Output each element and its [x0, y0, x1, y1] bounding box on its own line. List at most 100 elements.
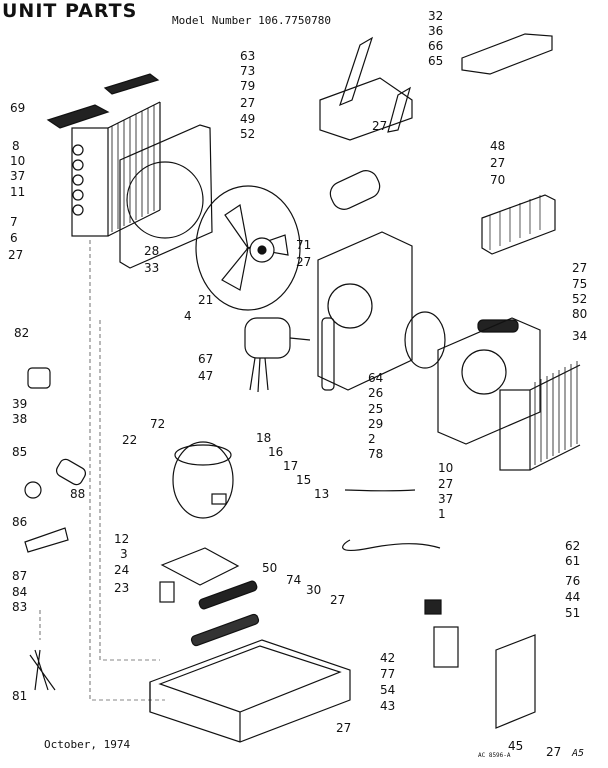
- callout-label: 51: [565, 606, 581, 620]
- callout-label: 77: [380, 667, 396, 681]
- callout-label: 4: [184, 309, 192, 323]
- callout-label: 10: [10, 154, 26, 168]
- callout-label: 69: [10, 101, 26, 115]
- callout-label: 73: [240, 64, 256, 78]
- page-title: UNIT PARTS: [2, 0, 138, 22]
- callout-label: 7: [10, 215, 18, 229]
- callout-label: 29: [368, 417, 384, 431]
- callout-label: 36: [428, 24, 444, 38]
- callout-label: 8: [12, 139, 20, 153]
- callout-label: 84: [12, 585, 28, 599]
- callout-label: 78: [368, 447, 384, 461]
- callout-label: 27: [572, 261, 588, 275]
- callout-label: 49: [240, 112, 256, 126]
- callout-label: 62: [565, 539, 581, 553]
- callout-label: 72: [150, 417, 166, 431]
- partition-panel-shape: [317, 231, 519, 391]
- callout-label: 37: [10, 169, 26, 183]
- fan-blade-shape: [195, 185, 301, 311]
- callout-label: 1: [438, 507, 446, 521]
- callout-label: 13: [314, 487, 330, 501]
- callout-label: 27: [330, 593, 346, 607]
- callout-label: 54: [380, 683, 396, 697]
- insulation-strip-shape: [46, 73, 160, 129]
- condenser-coil-shape: [71, 101, 161, 237]
- callout-label: 27: [438, 477, 454, 491]
- callout-label: 71: [296, 238, 312, 252]
- callout-label: 22: [122, 433, 138, 447]
- callout-label: 88: [70, 487, 86, 501]
- callout-label: 15: [296, 473, 312, 487]
- callout-label: 2: [368, 432, 376, 446]
- callout-label: 81: [12, 689, 28, 703]
- control-box-shape: [424, 599, 536, 729]
- callout-label: 43: [380, 699, 396, 713]
- callout-label: 44: [565, 590, 581, 604]
- compressor-shape: [172, 441, 234, 519]
- damper-bracket-shape: [319, 36, 413, 141]
- callout-label: 82: [14, 326, 30, 340]
- callout-label: 80: [572, 307, 588, 321]
- callout-label: 18: [256, 431, 272, 445]
- callout-label: 27: [336, 721, 352, 735]
- callout-label: 39: [12, 397, 28, 411]
- callout-label: 33: [144, 261, 160, 275]
- callout-label: 3: [120, 547, 128, 561]
- callout-label: 23: [114, 581, 130, 595]
- callout-label: 27: [240, 96, 256, 110]
- callout-label: 27: [296, 255, 312, 269]
- callout-label: 76: [565, 574, 581, 588]
- callout-label: 42: [380, 651, 396, 665]
- callout-label: 70: [490, 173, 506, 187]
- callout-label: 37: [438, 492, 454, 506]
- callout-label: 6: [10, 231, 18, 245]
- callout-label: 47: [198, 369, 214, 383]
- callout-label: 34: [572, 329, 588, 343]
- capacitor-shape: [329, 170, 381, 210]
- power-cord-shape: [342, 489, 441, 552]
- callout-label: 27: [8, 248, 24, 262]
- page-number: A5: [572, 748, 585, 759]
- callout-label: 79: [240, 79, 256, 93]
- model-number: Model Number 106.7750780: [172, 14, 331, 27]
- callout-label: 45: [508, 739, 524, 753]
- callout-label: 83: [12, 600, 28, 614]
- callout-label: 27: [546, 745, 562, 759]
- callout-label: 86: [12, 515, 28, 529]
- callout-label: 63: [240, 49, 256, 63]
- callout-label: 65: [428, 54, 444, 68]
- drawing-code: AC 8596-A: [478, 752, 511, 759]
- callout-label: 52: [240, 127, 256, 141]
- callout-label: 17: [283, 459, 299, 473]
- callout-label: 61: [565, 554, 581, 568]
- callout-label: 67: [198, 352, 214, 366]
- callout-label: 85: [12, 445, 28, 459]
- callout-label: 38: [12, 412, 28, 426]
- callout-label: 74: [286, 573, 302, 587]
- callout-label: 66: [428, 39, 444, 53]
- evaporator-coil-shape: [437, 317, 581, 471]
- small-parts-shape: [24, 367, 87, 691]
- callout-label: 10: [438, 461, 454, 475]
- callout-label: 27: [490, 156, 506, 170]
- callout-label: 75: [572, 277, 588, 291]
- callout-label: 16: [268, 445, 284, 459]
- callout-label: 48: [490, 139, 506, 153]
- callout-label: 12: [114, 532, 130, 546]
- callout-label: 27: [372, 119, 388, 133]
- callout-label: 24: [114, 563, 130, 577]
- callout-label: 30: [306, 583, 322, 597]
- callout-label: 32: [428, 9, 444, 23]
- callout-label: 25: [368, 402, 384, 416]
- callout-label: 87: [12, 569, 28, 583]
- fan-motor-shape: [244, 317, 311, 393]
- fan-shroud-shape: [119, 124, 213, 269]
- grille-louver-shape: [461, 33, 556, 255]
- guide-lines: [39, 240, 165, 701]
- callout-label: 64: [368, 371, 384, 385]
- callout-label: 28: [144, 244, 160, 258]
- footer-date: October, 1974: [44, 738, 131, 751]
- callout-label: 50: [262, 561, 278, 575]
